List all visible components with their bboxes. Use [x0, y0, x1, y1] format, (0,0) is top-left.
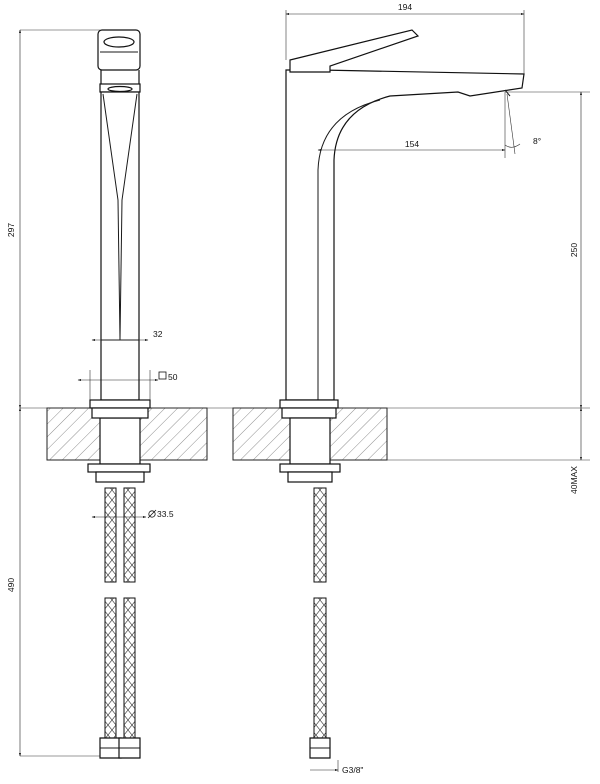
dim-body-width: 32: [91, 329, 163, 342]
hose-left-lower: [104, 597, 117, 739]
dim-spout-projection-label: 194: [398, 2, 412, 12]
body-side: [285, 69, 525, 401]
dim-spout-height-label: 250: [569, 243, 579, 257]
dim-overall-height-label: 297: [6, 223, 16, 237]
dim-deck-thickness-label: 40MAX: [569, 466, 579, 494]
base-side: [279, 399, 339, 409]
dim-spout-angle-label: 8°: [533, 136, 541, 146]
handle-cap: [103, 36, 135, 48]
dim-base-square: 50: [77, 370, 178, 400]
dim-spout-height: 250: [505, 91, 590, 409]
hose-side-upper: [313, 487, 327, 583]
hose-side-lower: [313, 597, 327, 739]
dim-shank-diameter: 33.5: [91, 509, 174, 519]
dim-hose-length-label: 490: [6, 578, 16, 592]
dim-hose-connection: G3/8": [310, 760, 363, 775]
shank-front: [99, 417, 141, 465]
dim-shank-diameter-label: 33.5: [157, 509, 174, 519]
dim-overall-height: 297: [6, 29, 22, 409]
front-view: [87, 29, 151, 759]
dim-spout-angle: 8°: [504, 93, 541, 155]
diameter-symbol-icon: [148, 510, 156, 518]
side-view: [279, 29, 525, 759]
base-front: [89, 399, 151, 409]
nut-side: [279, 463, 341, 473]
dim-spout-reach: 154: [317, 92, 506, 158]
dim-spout-projection: 194: [285, 2, 525, 74]
square-symbol-icon: [158, 371, 167, 380]
dim-hose-connection-label: G3/8": [342, 765, 363, 775]
body-front: [100, 91, 140, 401]
dim-base-square-label: 50: [168, 372, 178, 382]
dim-deck-thickness: 40MAX: [569, 407, 583, 494]
handle-front: [97, 29, 141, 71]
handle-side: [289, 29, 420, 73]
nut-front: [87, 463, 151, 473]
hose-left-upper: [104, 487, 117, 583]
hose-right-lower: [123, 597, 136, 739]
dim-body-width-label: 32: [153, 329, 163, 339]
hose-right-upper: [123, 487, 136, 583]
shank-side: [289, 417, 331, 465]
dim-spout-reach-label: 154: [405, 139, 419, 149]
dim-hose-length: 490: [6, 407, 22, 757]
